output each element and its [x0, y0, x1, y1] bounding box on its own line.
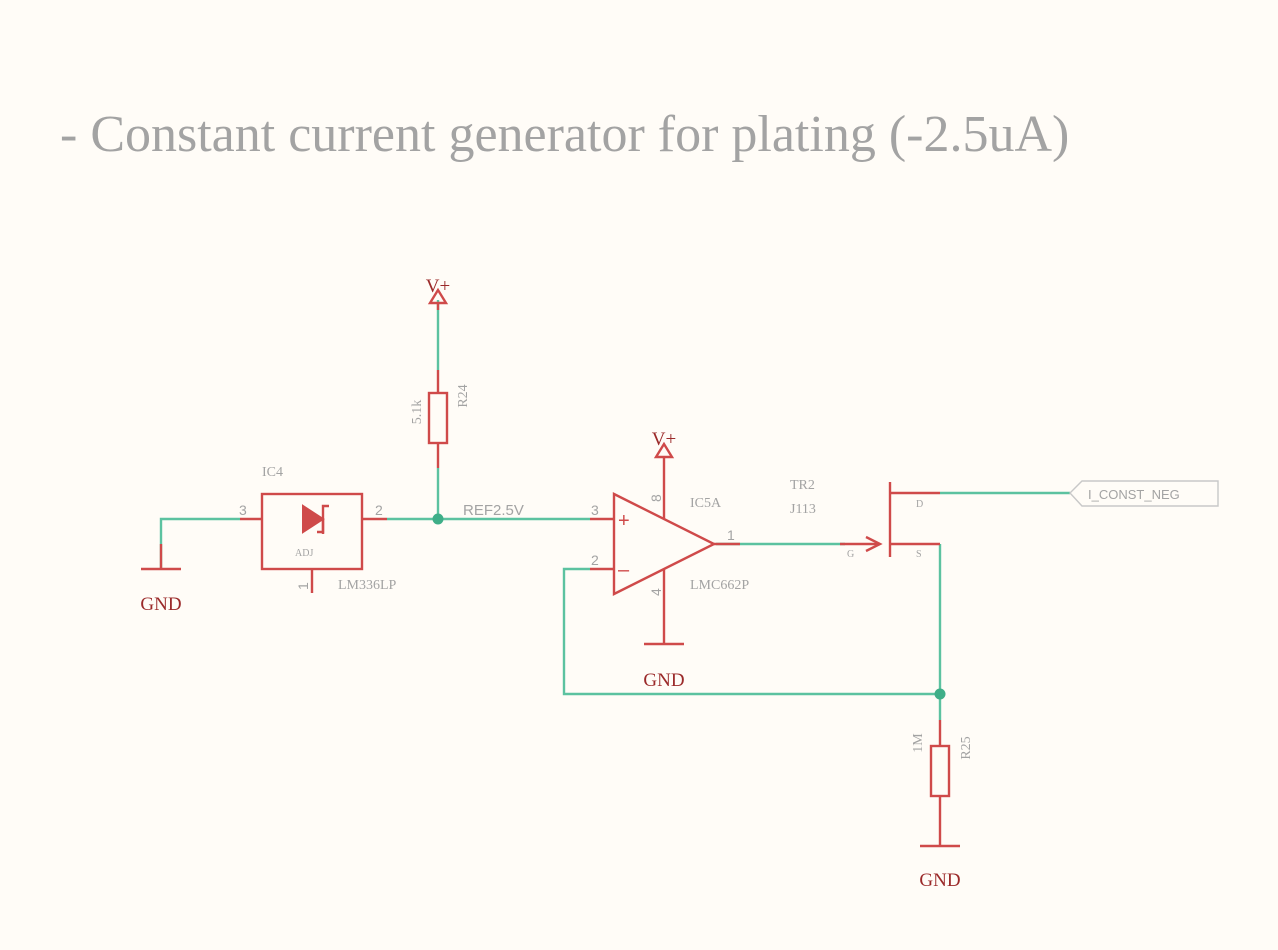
tr2-pin-g: G: [847, 549, 854, 560]
tr2-ref: TR2: [790, 478, 815, 493]
ic4-lm336: IC4 LM336LP ADJ 3 2 1: [239, 465, 397, 593]
ic5-pin-2: 2: [591, 552, 599, 568]
ic5-pin-4: 4: [648, 588, 664, 596]
ic5-value: LMC662P: [690, 578, 749, 593]
vplus-opamp-label: V+: [652, 429, 676, 450]
r24-value: 5.1k: [410, 400, 425, 425]
r25-resistor: GND 1M R25: [911, 720, 974, 891]
tr2-pin-s: S: [916, 549, 922, 560]
gnd-r25-label: GND: [919, 870, 960, 891]
ic4-pin-2: 2: [375, 502, 383, 518]
vplus-r24: V+: [426, 276, 450, 310]
ic4-ref: IC4: [262, 465, 283, 480]
gnd-left: GND: [140, 544, 182, 615]
ic5-pin-8: 8: [648, 494, 664, 502]
tr2-jfet: TR2 J113 D G S: [790, 478, 940, 560]
port-i-const-neg: I_CONST_NEG: [1069, 480, 1219, 507]
tr2-value: J113: [790, 502, 816, 517]
ic4-value: LM336LP: [338, 578, 397, 593]
r25-ref: R25: [959, 736, 974, 759]
ic4-adj: ADJ: [295, 548, 313, 559]
ic4-pin-1: 1: [295, 582, 311, 590]
r25-value: 1M: [911, 733, 926, 753]
ic4-pin-3: 3: [239, 502, 247, 518]
wires: [159, 300, 1070, 720]
r24-resistor: 5.1k R24: [410, 370, 471, 468]
opamp-minus-sign: –: [618, 559, 630, 581]
ic5-pin-1: 1: [727, 527, 735, 543]
ic5-pin-3: 3: [591, 502, 599, 518]
zener-diode-icon: [302, 504, 325, 534]
ic5-ref: IC5A: [690, 496, 722, 511]
ic5a-opamp: GND V+ + – IC5A LMC662P 3 2 1 8 4: [590, 429, 749, 691]
gnd-opamp-label: GND: [643, 670, 684, 691]
vplus-r24-label: V+: [426, 276, 450, 297]
opamp-plus-sign: +: [618, 510, 630, 532]
gnd-left-label: GND: [140, 594, 181, 615]
page-title: - Constant current generator for plating…: [60, 106, 1070, 163]
port-label: I_CONST_NEG: [1088, 487, 1180, 502]
gate-arrow-icon: [865, 535, 883, 553]
net-label-ref: REF2.5V: [463, 502, 524, 519]
tr2-pin-d: D: [916, 499, 923, 510]
r24-ref: R24: [456, 384, 471, 407]
